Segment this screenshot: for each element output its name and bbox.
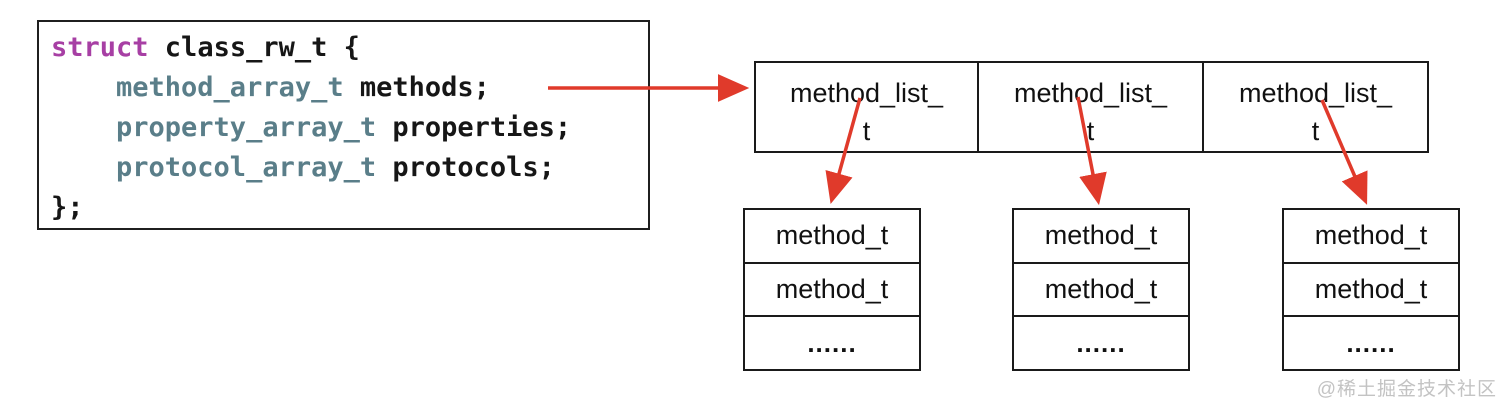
code-line2-rest: methods; (343, 72, 490, 103)
method-list-cell-label-wrap: t (1311, 116, 1320, 146)
type-property-array-t: property_array_t (51, 112, 377, 143)
method-list-cell-label: method_list_ (789, 78, 944, 108)
code-line5: }; (51, 192, 84, 223)
code-line: struct class_rw_t { (51, 28, 648, 68)
method-t-box-2: method_t method_t ...... (1012, 208, 1190, 371)
keyword-struct: struct (51, 32, 149, 63)
method-list-cell-1: method_list_ t (754, 61, 979, 153)
code-line: method_array_t methods; (51, 68, 648, 108)
method-t-row: method_t (775, 220, 889, 251)
method-list-cell-label: method_list_ (1238, 78, 1393, 108)
code-line: }; (51, 188, 648, 228)
type-method-array-t: method_array_t (51, 72, 344, 103)
code-line: protocol_array_t protocols; (51, 148, 648, 188)
method-list-cell-label-wrap: t (1086, 116, 1095, 146)
method-t-box-3: method_t method_t ...... (1282, 208, 1460, 371)
method-list-cell-3: method_list_ t (1202, 61, 1429, 153)
code-line1-rest: class_rw_t { (148, 32, 360, 63)
method-t-row: method_t (1314, 220, 1428, 251)
method-t-row: method_t (1014, 261, 1188, 316)
code-line: property_array_t properties; (51, 108, 648, 148)
method-t-row: method_t (745, 261, 919, 316)
code-text: struct class_rw_t { method_array_t metho… (39, 22, 648, 228)
type-protocol-array-t: protocol_array_t (51, 152, 377, 183)
method-list-row: method_list_ t method_list_ t method_lis… (754, 61, 1429, 153)
method-list-cell-label-wrap: t (862, 116, 871, 146)
ellipsis-row: ...... (745, 315, 919, 369)
ellipsis-row: ...... (1284, 315, 1458, 369)
class-rw-t-code-block: struct class_rw_t { method_array_t metho… (37, 20, 650, 230)
code-line4-rest: protocols; (376, 152, 555, 183)
method-list-cell-2: method_list_ t (977, 61, 1204, 153)
watermark: @稀土掘金技术社区 (1316, 379, 1497, 400)
method-list-cell-label: method_list_ (1013, 78, 1168, 108)
method-t-box-1: method_t method_t ...... (743, 208, 921, 371)
ellipsis-row: ...... (1014, 315, 1188, 369)
code-line3-rest: properties; (376, 112, 572, 143)
method-t-row: method_t (1044, 220, 1158, 251)
method-t-row: method_t (1284, 261, 1458, 316)
